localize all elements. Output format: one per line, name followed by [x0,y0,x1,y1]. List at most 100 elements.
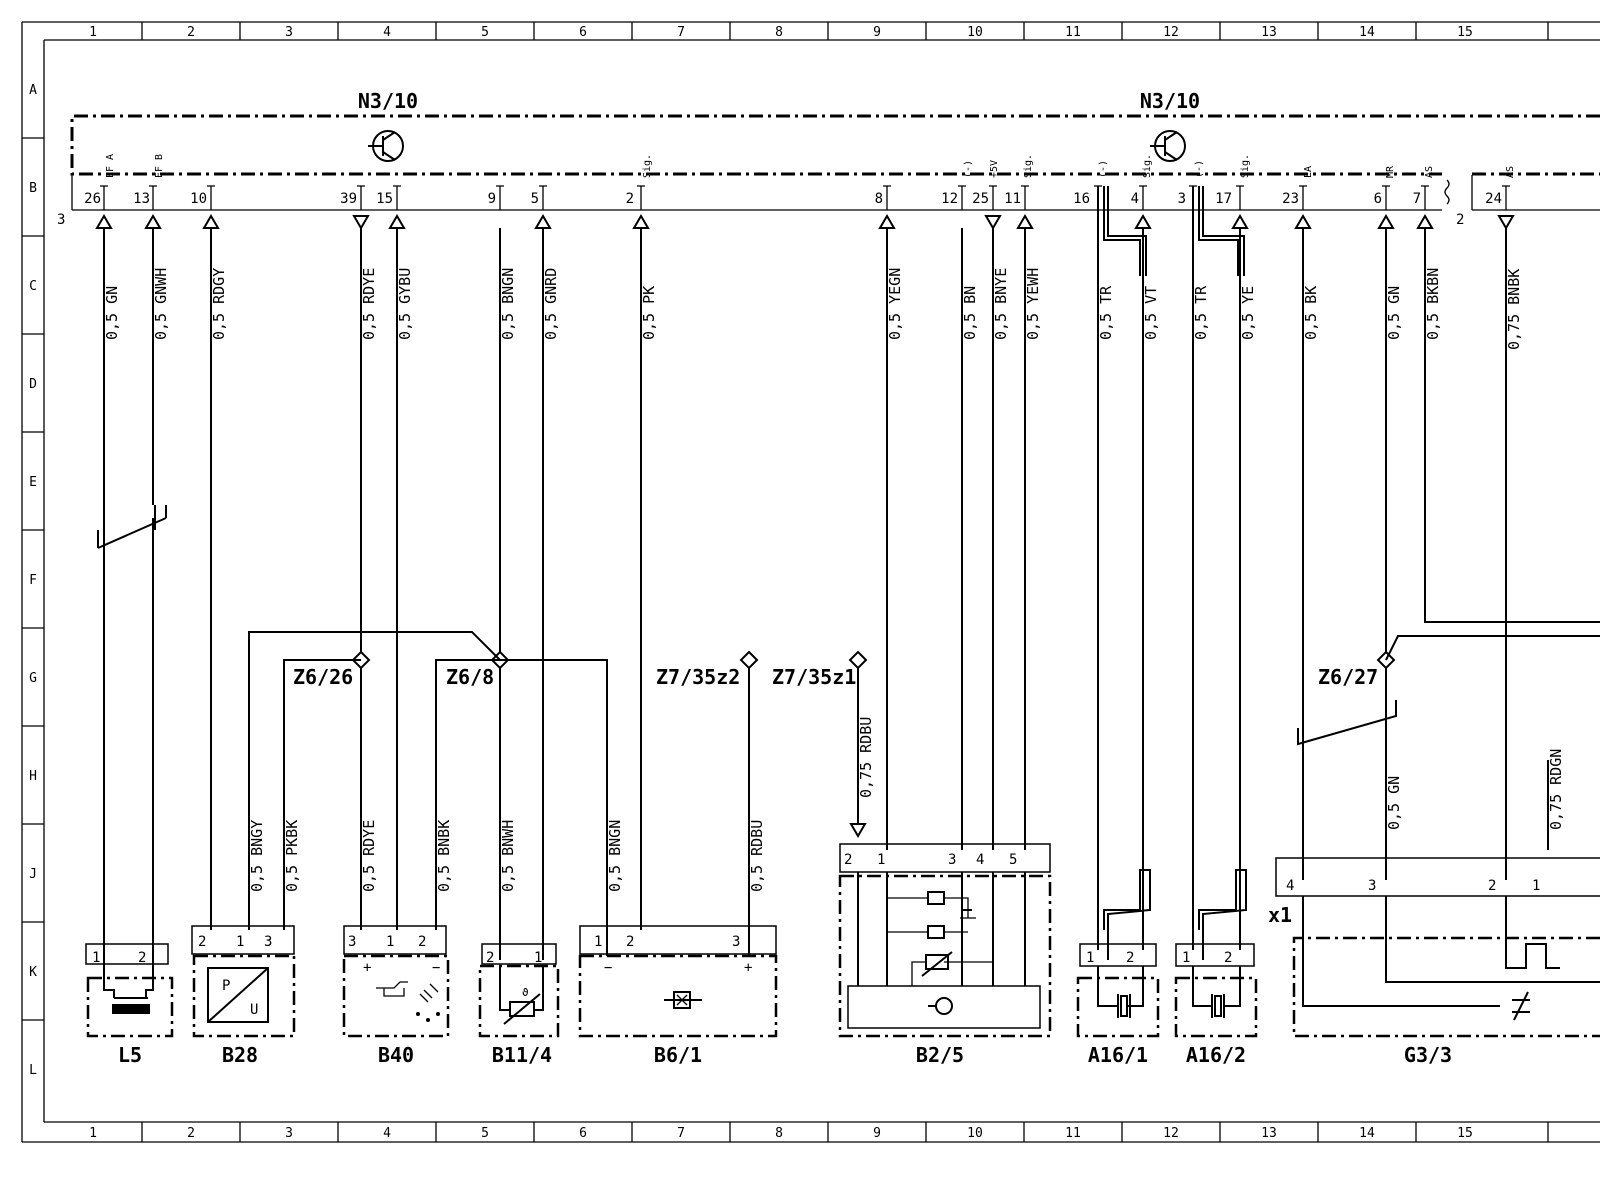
wire-label: 0,5 GNRD [542,268,560,340]
pin-polarity: + [363,960,371,976]
pin-number: 3 [1178,191,1186,207]
pin-number: 3 [348,934,356,950]
ecu-title-right: N3/10 [1140,89,1200,113]
splice-diamond-icon [1376,650,1396,670]
wire-label: 0,5 YEGN [886,268,904,340]
resistor-icon [927,891,945,905]
frame [21,21,1600,1143]
component-label: B11/4 [492,1043,552,1067]
splice-lines [248,631,1600,930]
component-a16-1: 1 2 A16/1 [1076,869,1160,1067]
col-num: 10 [967,25,983,40]
wire-label: 0,5 BNGN [499,268,517,340]
resistor-icon [927,925,945,939]
wire-labels-lower: 0,5 BNGY 0,5 PKBK 0,5 RDYE 0,5 BNBK 0,5 … [248,717,1565,892]
component-b28: 2 1 3 P U B28 [191,925,296,1067]
component-label: G3/3 [1404,1043,1452,1067]
col-num: 6 [579,1126,587,1141]
component-label: A16/2 [1186,1043,1246,1067]
pin-number: 6 [1374,191,1382,207]
component-label: B6/1 [654,1043,702,1067]
pin-number: 2 [138,950,146,966]
pin-number: 1 [1532,878,1540,894]
pin-number: 9 [488,191,496,207]
pin-number: 3 [948,852,956,868]
col-num: 8 [775,25,783,40]
wire-gn [97,228,167,549]
pin-function-label: (-) [1194,160,1205,178]
pin-stubs [100,185,1510,210]
row-letter: K [29,965,37,980]
pin-number: 17 [1215,191,1232,207]
pin-number: 3 [264,934,272,950]
col-num: 11 [1065,1126,1081,1141]
component-b2-5: 2 1 3 4 5 B2/5 [838,843,1052,1067]
pin-number: 24 [1485,191,1502,207]
col-num: 7 [677,25,685,40]
col-num: 11 [1065,25,1081,40]
component-b40: 3 1 2 + − B40 [342,925,450,1067]
wire-label: 0,75 RDGN [1547,749,1565,830]
splice-label-z6-26: Z6/26 [293,665,353,689]
col-num: 15 [1457,25,1473,40]
pin-number: 13 [133,191,150,207]
col-num: 12 [1163,25,1179,40]
pin-function-label: +5V [989,160,1000,178]
hall-sensor-icon [664,991,702,1009]
wire-label: 0,5 GN [103,286,121,340]
pin-number: 4 [1286,878,1294,894]
pin-number: 10 [190,191,207,207]
pin-number: 2 [844,852,852,868]
pin-number: 23 [1282,191,1299,207]
wire-label: 0,5 TR [1097,285,1115,340]
col-num: 13 [1261,1126,1277,1141]
col-num: 14 [1359,25,1375,40]
col-num: 9 [873,1126,881,1141]
wire-labels-upper: 0,5 GN 0,5 GNWH 0,5 RDGY 0,5 RDYE 0,5 GY… [103,268,1523,350]
pin-number: 12 [941,191,958,207]
wire-label: 0,5 BKBN [1424,268,1442,340]
row-letter: C [29,279,37,294]
component-b11-4: 2 1 ϑ B11/4 [478,943,560,1067]
pin-function-label: MR [1385,165,1396,178]
splice-diamond-icon [739,650,759,670]
pin-number: 2 [198,934,206,950]
wire-label: 0,5 GYBU [396,268,414,340]
transistor-icon [368,130,404,162]
row-letter: H [29,769,37,784]
knock-sensor-icon [1211,994,1225,1018]
splice-label-z6-27: Z6/27 [1318,665,1378,689]
pin-number: 2 [1488,878,1496,894]
pin-number: 2 [418,934,426,950]
component-l5: 1 2 L5 [85,943,174,1067]
col-num: 8 [775,1126,783,1141]
component-label: B40 [378,1043,414,1067]
component-label: B28 [222,1043,258,1067]
pressure-sensor-icon [207,967,269,1023]
ecu-n3-10: N3/10 N3/10 3 2 [57,89,1600,228]
wire-label: 0,5 TR [1192,285,1210,340]
pin-number: 3 [732,934,740,950]
col-num: 7 [677,1126,685,1141]
wire-label: 0,5 BNYE [992,268,1010,340]
ecu-boundary [70,114,1600,176]
component-label: B2/5 [916,1043,964,1067]
pin-function-label: AS [1505,166,1516,178]
connector-label: x1 [1268,903,1292,927]
row-letter: A [29,83,37,98]
pin-number: 5 [531,191,539,207]
pin-number: 1 [386,934,394,950]
col-num: 14 [1359,1126,1375,1141]
pin-function-label: Sig. [642,154,653,178]
col-num: 4 [383,25,391,40]
splice-labels: Z6/26 Z6/8 Z7/35z2 Z7/35z1 Z6/27 [293,665,1378,689]
pin-number: 39 [340,191,357,207]
pin-function-label: EA [1303,166,1314,178]
wire-label: 0,5 GNWH [152,268,170,340]
pin-function-label: (-) [963,160,974,178]
splice-label-z6-8: Z6/8 [446,665,494,689]
pin-number: 2 [1126,950,1134,966]
splice-diamond-icon [490,650,510,670]
splice-points [351,650,1396,670]
